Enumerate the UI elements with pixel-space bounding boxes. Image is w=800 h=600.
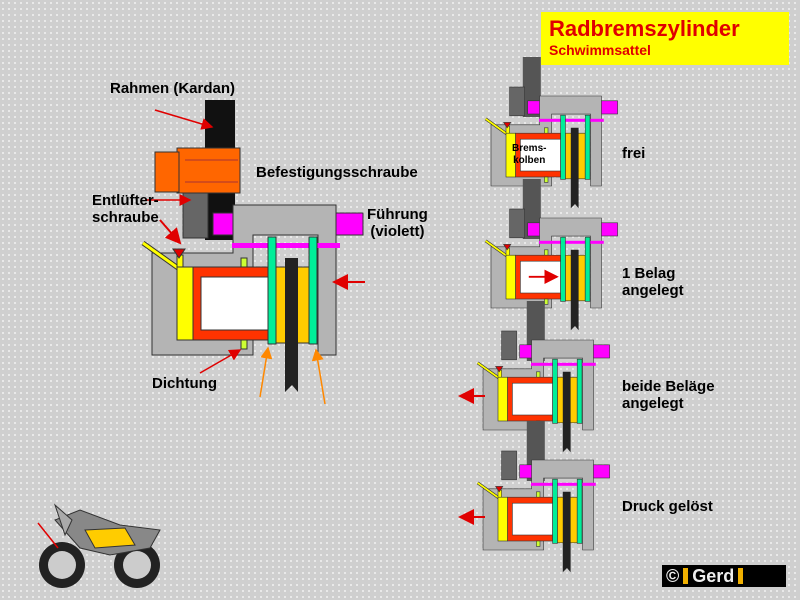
logo-bar-left: [683, 568, 689, 584]
state-label-released: Druck gelöst: [622, 498, 713, 515]
label-bolt: Befestigungsschraube: [256, 164, 418, 181]
label-guide: Führung (violett): [367, 206, 428, 240]
logo-text: Gerd: [692, 566, 735, 586]
pad-arrow-left: [259, 346, 273, 398]
state-label-line2: angelegt: [622, 282, 684, 299]
label-bleeder-line2: schraube: [92, 209, 159, 226]
seal-arrow: [199, 349, 242, 374]
state-label-line1: Druck gelöst: [622, 498, 713, 515]
state-label-line2: angelegt: [622, 395, 684, 412]
label-frame: Rahmen (Kardan): [110, 80, 236, 97]
title-box: Radbremszylinder Schwimmsattel: [541, 12, 789, 65]
label-bleeder: Entlüfter- schraube: [92, 192, 159, 226]
state-label-both-pads: beide Beläge angelegt: [622, 378, 715, 412]
bleeder-arrow: [159, 219, 182, 245]
state-label-one-pad: 1 Belag angelegt: [622, 265, 684, 299]
copyright-logo: © Gerd: [662, 565, 786, 587]
mounting-bolt: [154, 147, 241, 194]
label-piston: Brems- kolben: [512, 143, 546, 167]
main-caliper: [143, 100, 365, 405]
state-label-line1: beide Beläge: [622, 378, 715, 395]
state-label-line1: 1 Belag: [622, 265, 676, 282]
state-label-line1: frei: [622, 145, 646, 162]
frame-arrow: [154, 109, 214, 130]
label-bleeder-line1: Entlüfter-: [92, 192, 159, 209]
caliper-state-free: [484, 56, 620, 210]
motorcycle-illustration: [37, 503, 161, 588]
page-title: Radbremszylinder: [549, 16, 740, 41]
label-piston-line1: Brems-: [512, 143, 547, 154]
label-piston-line2: kolben: [513, 155, 546, 166]
caliper-state-released: [476, 421, 612, 574]
caliper-state-both-pads: [476, 301, 612, 454]
page-subtitle: Schwimmsattel: [549, 42, 651, 58]
pad-arrow-right: [311, 348, 326, 405]
label-guide-line1: Führung: [367, 206, 428, 223]
logo-bar-right: [738, 568, 744, 584]
label-guide-line2: (violett): [370, 223, 425, 240]
state-label-free: frei: [622, 145, 645, 162]
copyright-icon: ©: [666, 566, 680, 586]
label-seal: Dichtung: [152, 375, 217, 392]
caliper-state-one-pad: [484, 179, 620, 332]
